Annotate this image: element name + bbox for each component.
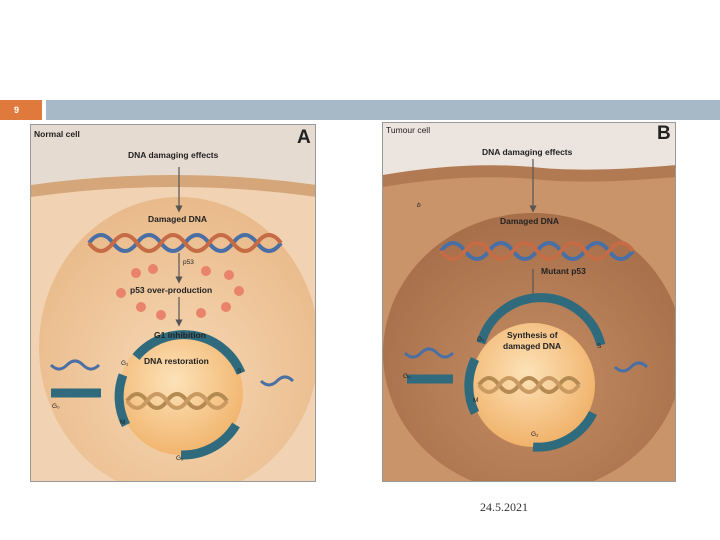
panel-normal-cell: Normal cell A DNA damaging effects Damag… [30, 124, 316, 482]
panel-b-phase-g0: G₀ [403, 373, 411, 380]
panel-b-letter: B [657, 123, 671, 145]
panel-b-phase-s: S [597, 343, 601, 350]
slide-date: 24.5.2021 [480, 500, 528, 515]
panel-a-phase-g1: G₁ [121, 360, 128, 367]
panel-a-phase-g2: G₂ [176, 455, 184, 462]
panel-tumour-cell: Tumour cell B DNA damaging effects b Dam… [382, 122, 676, 482]
panel-b-synthesis: Synthesis of [507, 330, 558, 340]
panel-b-phase-g2: G₂ [531, 431, 539, 438]
header-bar [46, 100, 720, 120]
panel-b-b-label: b [417, 202, 421, 209]
panel-b-title: Tumour cell [386, 125, 430, 135]
panel-a-damage-label: DNA damaging effects [128, 150, 218, 160]
tumour-cell-illustration [383, 123, 676, 482]
panel-a-g1-inhibition: G1 inhibition [154, 330, 206, 340]
panel-a-overproduction: p53 over-production [130, 285, 212, 295]
panel-b-mutant-p53: Mutant p53 [541, 266, 586, 276]
panel-a-damaged-dna: Damaged DNA [148, 214, 207, 224]
panel-b-phase-m: M [473, 397, 478, 404]
slide-number: 9 [0, 100, 42, 120]
panel-b-phase-g1: G₁ [477, 336, 484, 343]
panel-a-title: Normal cell [34, 129, 80, 139]
panel-b-damage-label: DNA damaging effects [482, 147, 572, 157]
panel-a-p53: p53 [183, 259, 194, 266]
panel-b-synthesis-2: damaged DNA [503, 341, 561, 351]
panel-a-phase-g0: G₀ [52, 403, 60, 410]
panel-a-phase-s: S [237, 368, 241, 375]
panel-a-phase-m: M [120, 419, 125, 426]
panel-b-damaged-dna: Damaged DNA [500, 216, 559, 226]
panel-a-letter: A [297, 127, 311, 149]
panel-a-restoration: DNA restoration [144, 356, 209, 366]
normal-cell-illustration [31, 125, 316, 482]
